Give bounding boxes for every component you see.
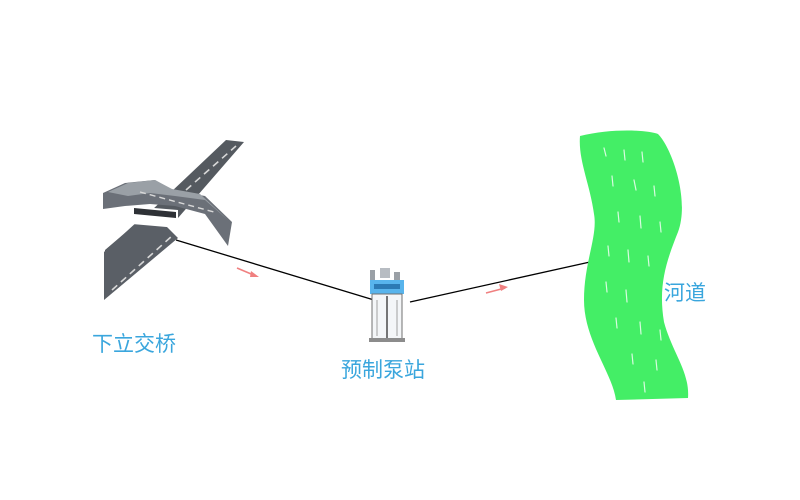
- river-icon: [579, 130, 689, 400]
- overpass-deck-top: [108, 180, 228, 220]
- flow-arrow-icon: [485, 284, 508, 294]
- river-label: 河道: [664, 281, 706, 305]
- bridge-label: 下立交桥: [92, 332, 176, 356]
- connector-bridge-to-pump: [175, 239, 375, 301]
- underpass-shadow: [134, 208, 176, 218]
- lane-marking: [139, 191, 215, 213]
- lane-marking: [111, 235, 173, 291]
- prefab-pump-station-icon: [369, 268, 405, 342]
- road-main-lower: [104, 210, 178, 300]
- flow-arrow-icon: [236, 267, 259, 277]
- connector-pump-to-river: [409, 261, 591, 303]
- pump-station-label: 预制泵站: [341, 358, 425, 382]
- river-body: [579, 130, 689, 400]
- overpass-bridge-icon: [103, 140, 244, 300]
